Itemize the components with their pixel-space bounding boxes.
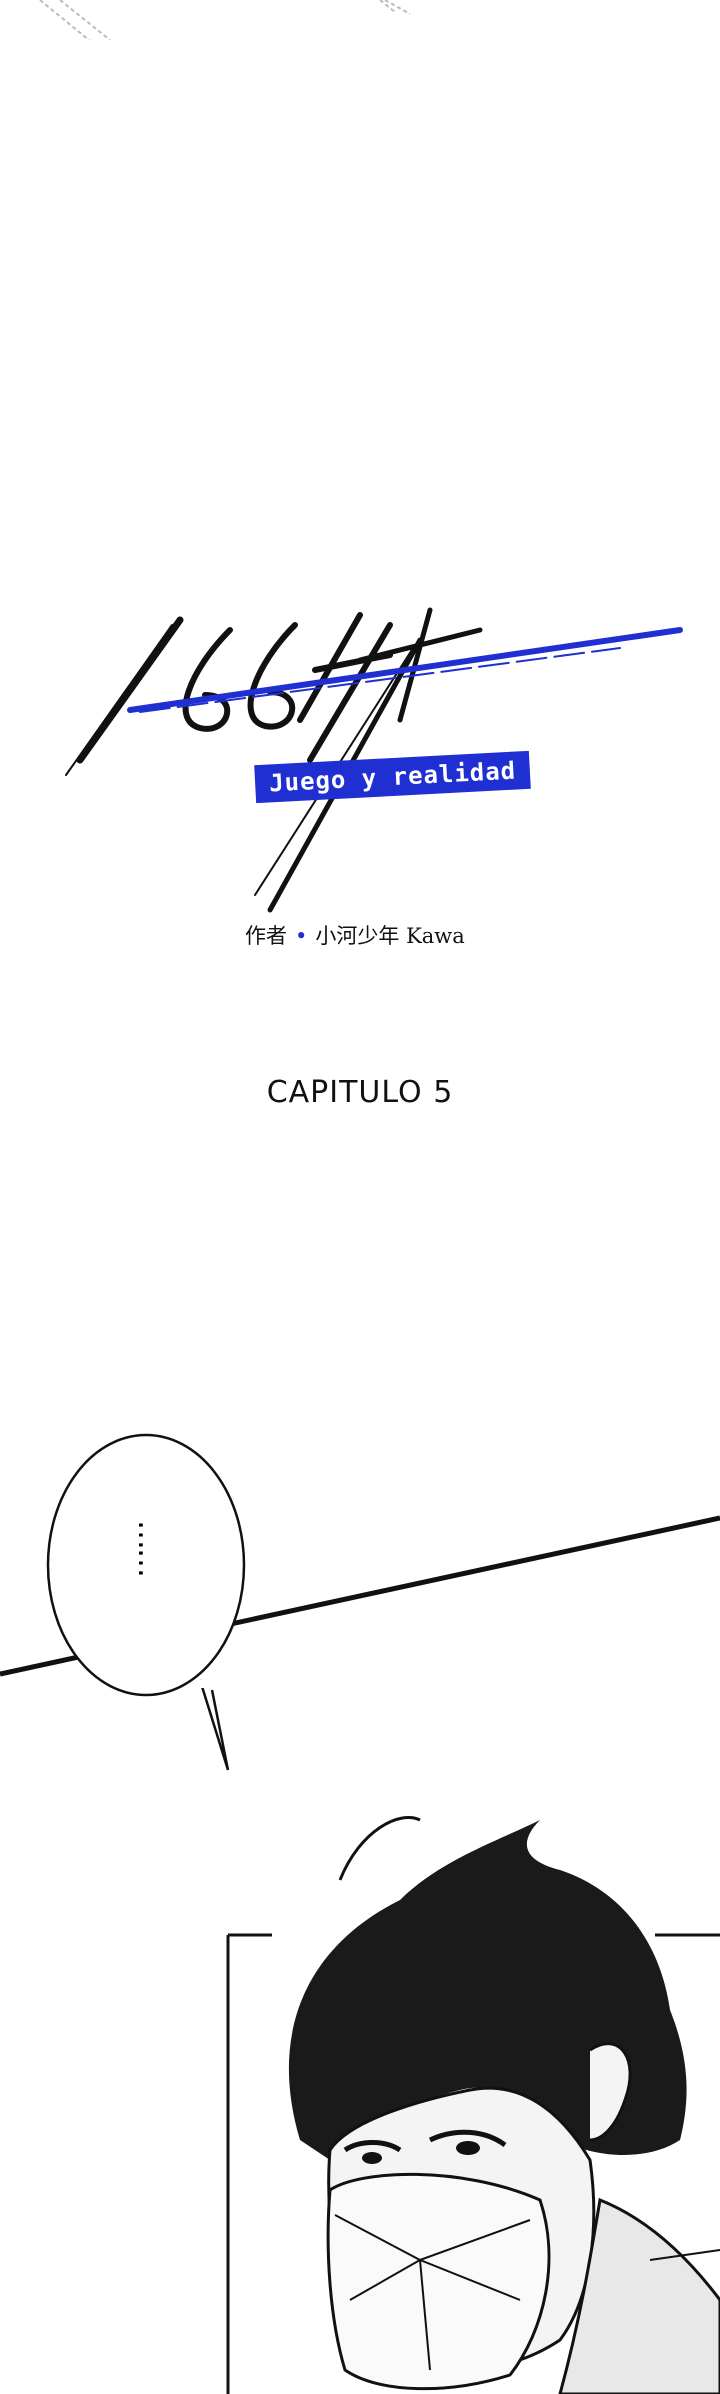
separator-dot: • (295, 924, 308, 948)
credit-label: 作者 (245, 924, 287, 948)
speech-bubble (46, 1433, 246, 1697)
character-hair (288, 1820, 687, 2160)
title-logo (65, 607, 683, 913)
face-mask (326, 2172, 551, 2391)
speech-bubble-text: …… (131, 1520, 166, 1576)
author-credit: 作者 • 小河少年 Kawa (245, 920, 465, 950)
chapter-title: CAPITULO 5 (266, 1075, 454, 1110)
credit-author: 小河少年 Kawa (315, 924, 465, 948)
top-sketch-marks (39, 0, 411, 40)
